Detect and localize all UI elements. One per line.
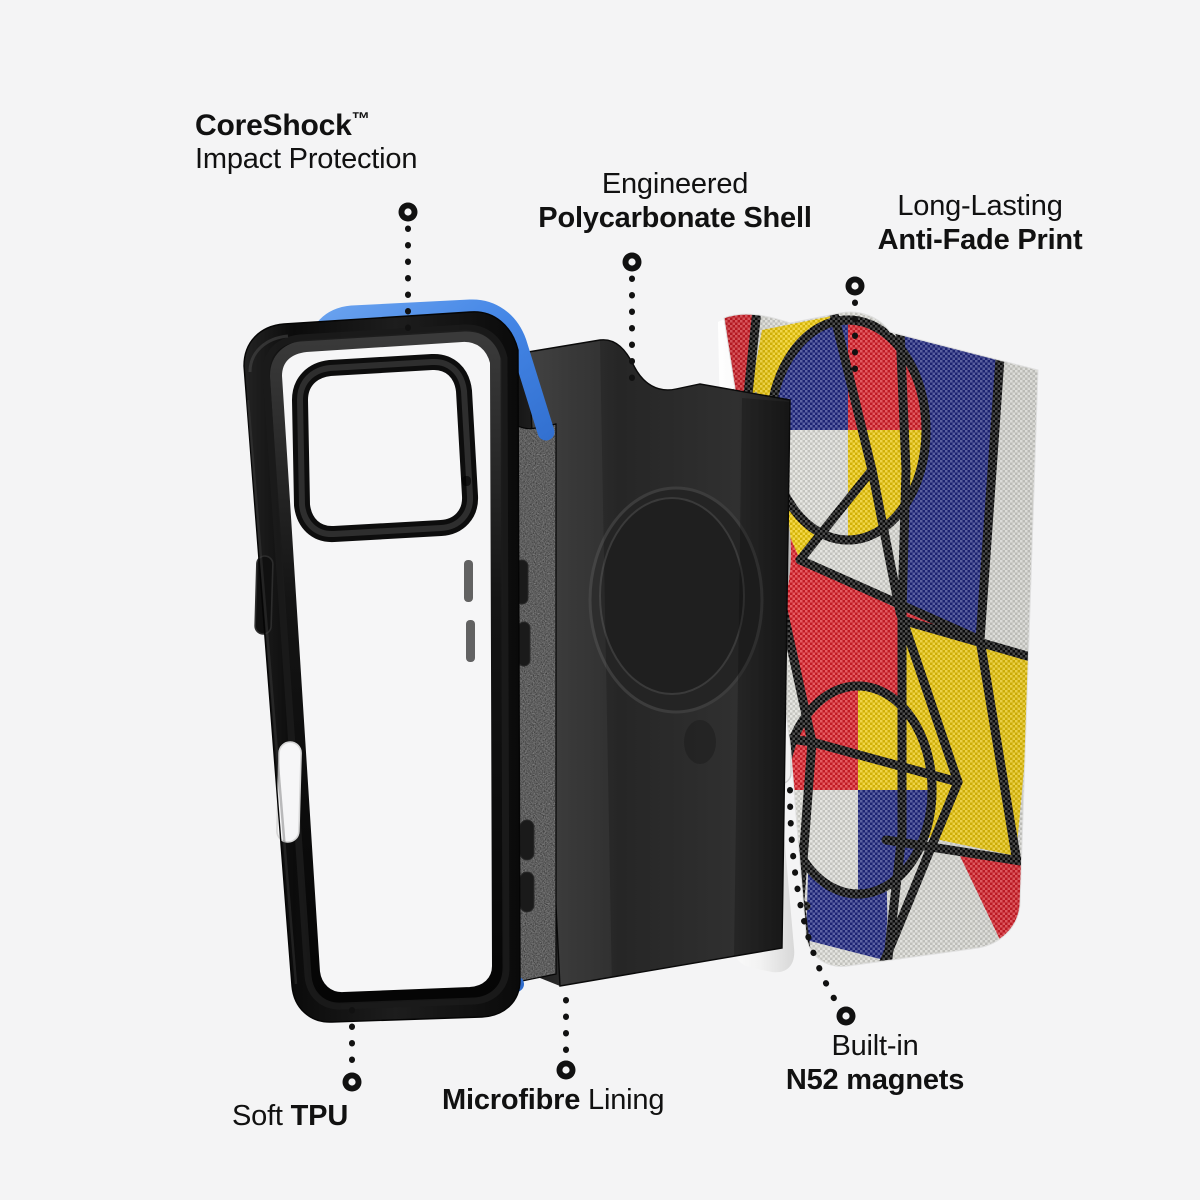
callout-tpu-emphasis: TPU xyxy=(290,1100,349,1132)
camera-cutout xyxy=(292,354,478,542)
callout-polycarbonate-shell: Engineered Polycarbonate Shell xyxy=(538,168,812,236)
callout-microfibre-lining: Microfibre Lining xyxy=(442,1084,664,1118)
callout-coreshock-line1: CoreShock™ xyxy=(195,108,371,143)
tpu-bumper-frame xyxy=(243,299,555,1023)
callout-tpu-prefix: Soft xyxy=(232,1100,291,1132)
leader-markers xyxy=(342,202,865,1092)
callout-microfibre-line: Microfibre Lining xyxy=(442,1084,664,1118)
callout-microfibre-suffix: Lining xyxy=(580,1084,665,1116)
callout-shell-line1: Engineered xyxy=(601,168,749,200)
callout-n52-magnets: Built-in N52 magnets xyxy=(785,1030,965,1098)
callout-anti-fade-print: Long-Lasting Anti-Fade Print xyxy=(878,190,1083,258)
callout-tpu-line: Soft TPU xyxy=(232,1100,348,1134)
leader-lines xyxy=(349,209,858,1083)
callout-soft-tpu: Soft TPU xyxy=(232,1100,348,1134)
callout-magnets-line2: N52 magnets xyxy=(785,1063,965,1096)
trademark-symbol: ™ xyxy=(351,108,371,129)
callout-print-line1: Long-Lasting xyxy=(897,190,1063,222)
callout-coreshock: CoreShock™ Impact Protection xyxy=(195,108,417,177)
leader-magnets xyxy=(787,787,847,1017)
callout-magnets-line1: Built-in xyxy=(831,1030,919,1062)
callout-print-line2: Anti-Fade Print xyxy=(877,223,1083,256)
callout-microfibre-emphasis: Microfibre xyxy=(442,1084,581,1116)
callout-shell-line2: Polycarbonate Shell xyxy=(538,201,812,234)
callout-coreshock-line2: Impact Protection xyxy=(195,143,418,176)
